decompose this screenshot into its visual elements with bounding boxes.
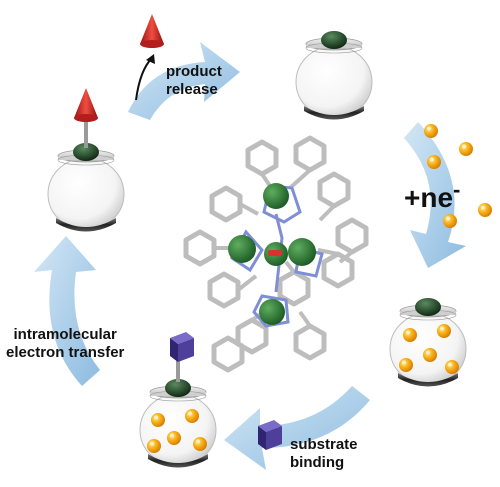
arrow-electron-addition <box>404 122 466 268</box>
cube-substrate-icon <box>258 420 282 450</box>
metal-cluster-structure <box>183 135 369 373</box>
cage-sphere-icon <box>47 120 125 232</box>
arrow-substrate-binding <box>224 386 370 470</box>
product-release-label: product release <box>166 63 222 98</box>
electron-transfer-label: intramolecular electron transfer <box>6 326 125 361</box>
cone-product-icon <box>140 14 164 48</box>
cone-product-icon <box>74 88 98 122</box>
cage-sphere-icon <box>295 31 373 120</box>
substrate-binding-label: substrate binding <box>290 436 358 471</box>
arrow-electron-transfer <box>34 236 100 386</box>
cube-substrate-icon <box>170 332 194 362</box>
electron-addition-label: +ne- <box>404 177 461 213</box>
cage-sphere-icon <box>389 298 467 387</box>
arrow-product-release <box>128 42 240 120</box>
cage-sphere-icon <box>139 358 217 468</box>
